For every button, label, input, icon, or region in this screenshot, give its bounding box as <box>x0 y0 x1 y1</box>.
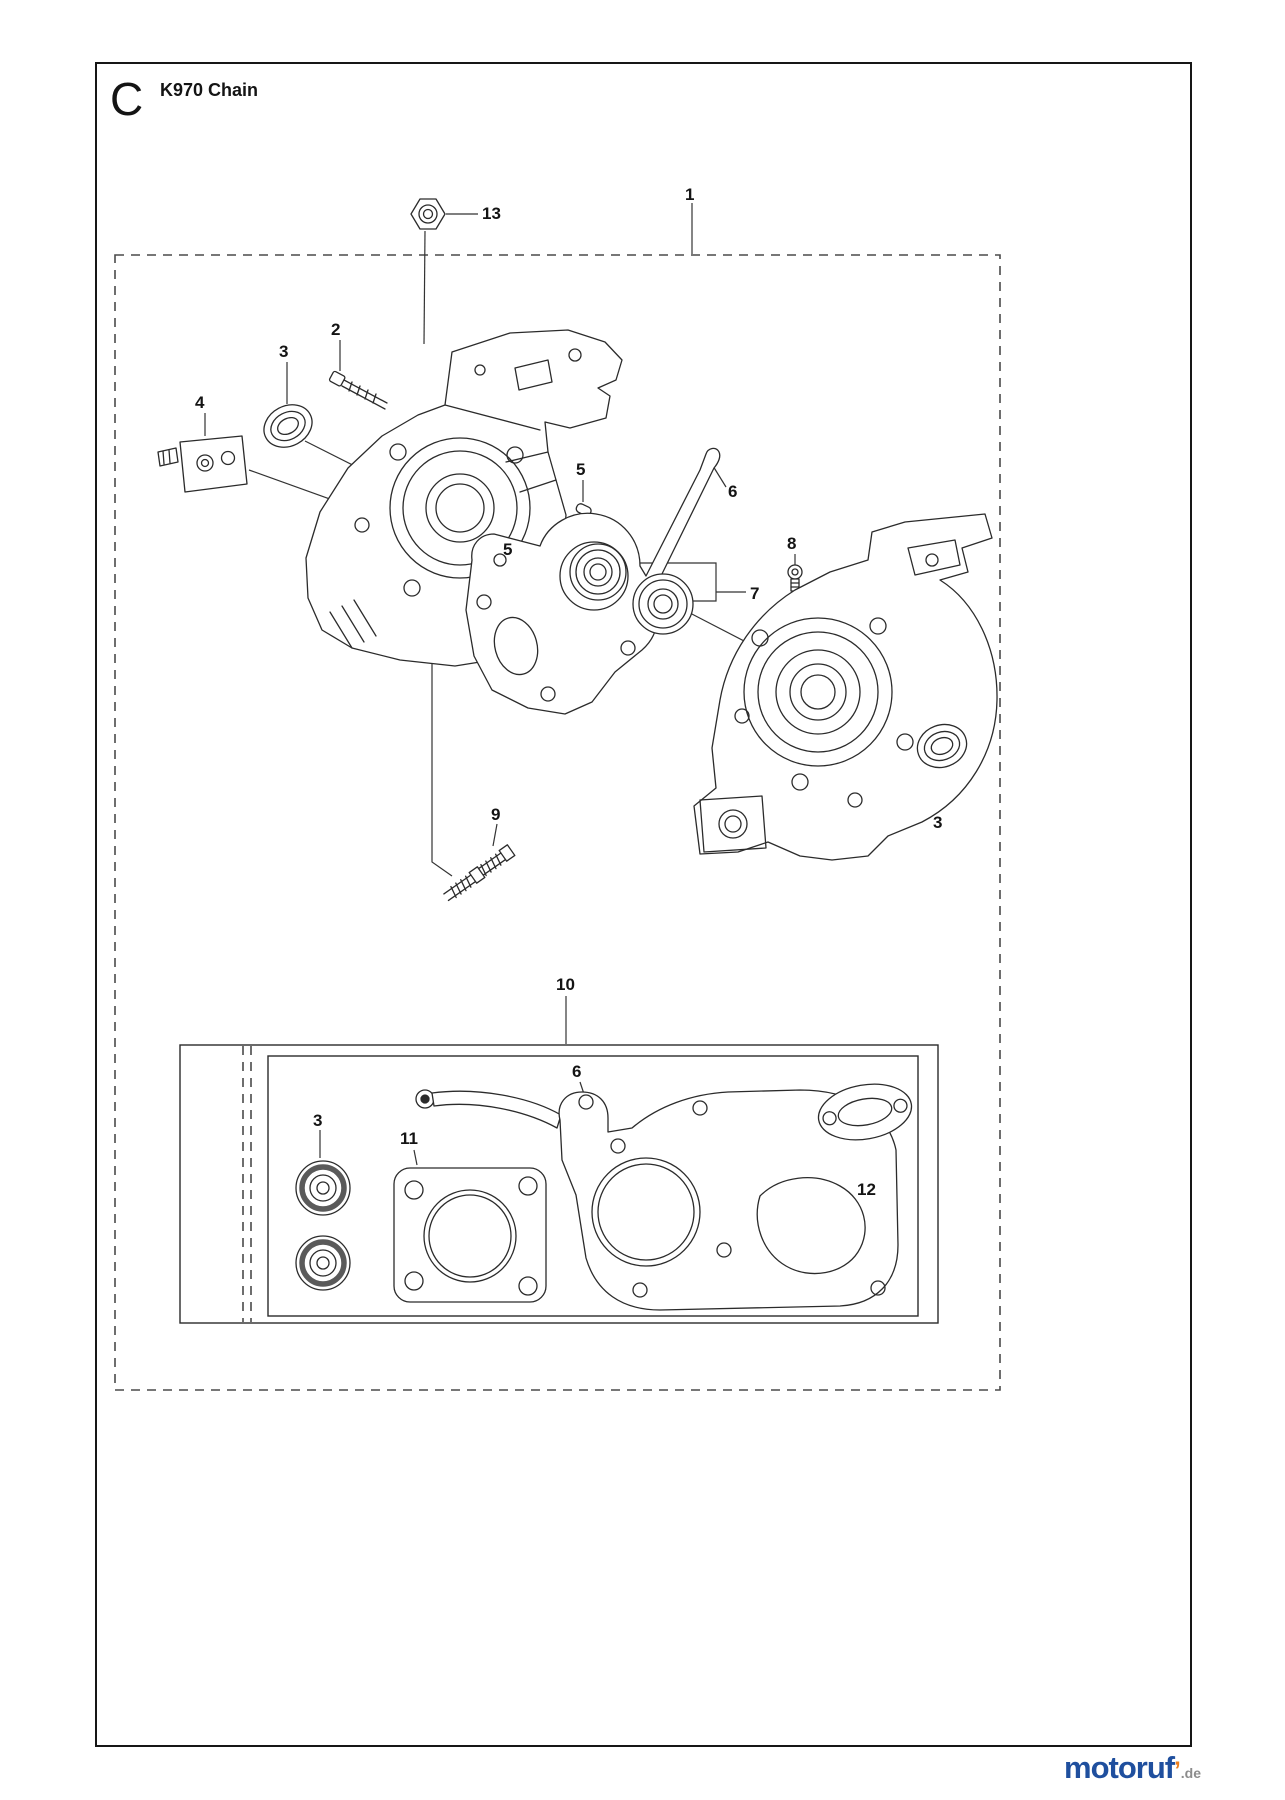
callout-10: 10 <box>556 975 575 994</box>
callout-3-kit: 3 <box>313 1111 323 1130</box>
bearing-right-icon <box>632 573 694 635</box>
callout-7: 7 <box>750 584 760 603</box>
callout-12: 12 <box>857 1180 876 1199</box>
watermark-brand: motoruf <box>1064 1750 1175 1785</box>
page-frame <box>95 62 1192 1747</box>
watermark-suffix: .de <box>1180 1765 1201 1781</box>
callout-8: 8 <box>787 534 797 553</box>
muffler-gasket-drawing <box>817 1083 913 1141</box>
kit-seal-top-icon <box>295 1160 351 1216</box>
screw-2-drawing <box>328 370 388 410</box>
screw-9b-drawing <box>443 866 486 902</box>
callout-3-left: 3 <box>279 342 289 361</box>
carb-gasket-drawing <box>393 1167 547 1303</box>
oil-seal-left-drawing <box>263 404 313 448</box>
callout-6-kit: 6 <box>572 1062 582 1081</box>
bearing-left-icon <box>569 543 627 601</box>
callout-9: 9 <box>491 805 501 824</box>
callout-5-lower: 5 <box>503 540 513 559</box>
callout-6-mid: 6 <box>728 482 738 501</box>
valve-4-drawing <box>157 435 248 493</box>
callout-5-upper: 5 <box>576 460 586 479</box>
gasket-arm-drawing <box>415 1089 562 1129</box>
callout-4: 4 <box>195 393 205 412</box>
watermark-accent-mark: ’ <box>1174 1757 1181 1784</box>
oil-seal-right-drawing <box>916 723 968 769</box>
callout-2: 2 <box>331 320 341 339</box>
callout-13: 13 <box>482 204 501 223</box>
watermark: motoruf’.de <box>1064 1750 1201 1786</box>
gasket-kit-box <box>179 1044 939 1324</box>
page-title: K970 Chain <box>160 80 259 100</box>
crankcase-right-drawing <box>693 513 998 861</box>
assembly-group-box <box>114 254 1001 1391</box>
callout-1: 1 <box>685 185 695 204</box>
nut-drawing <box>410 198 446 230</box>
kit-seal-bottom-icon <box>295 1235 351 1291</box>
callout-3-right: 3 <box>933 813 943 832</box>
section-letter: C <box>110 73 145 125</box>
callout-11: 11 <box>400 1129 418 1148</box>
